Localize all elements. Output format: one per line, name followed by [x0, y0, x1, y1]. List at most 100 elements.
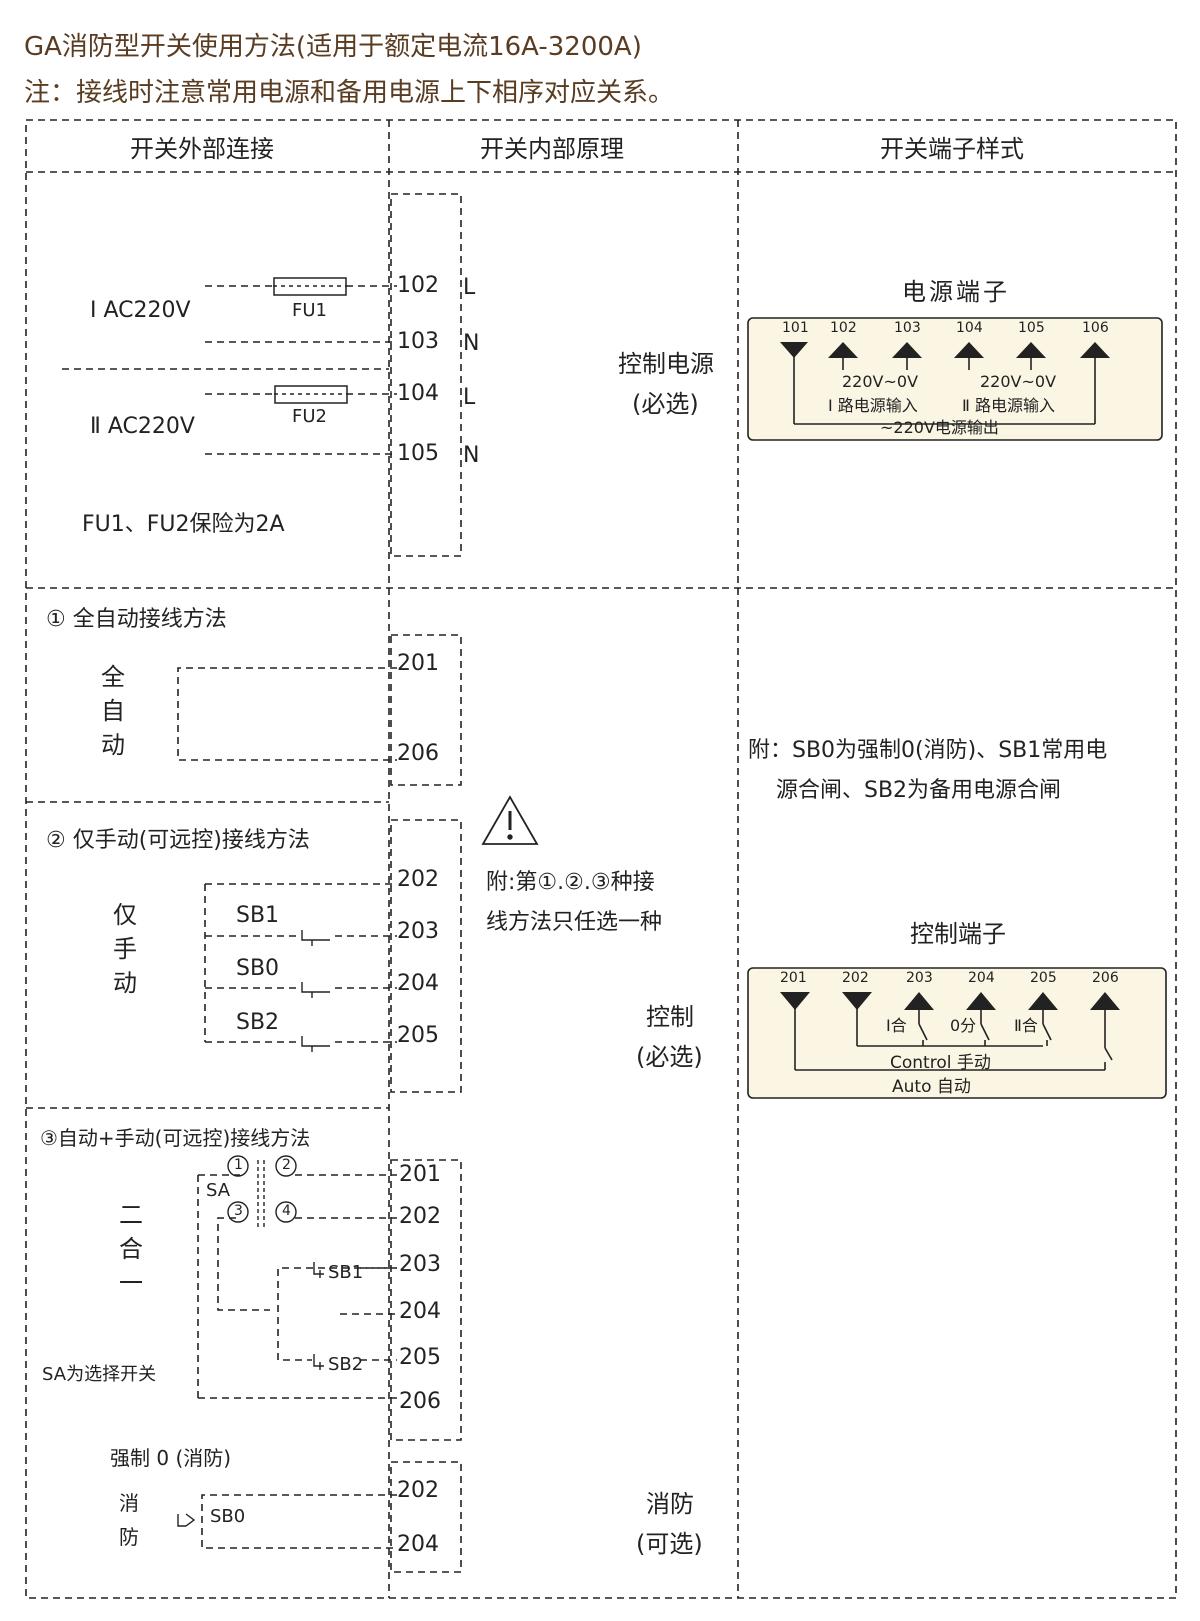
pt-num-106: 106 [1082, 320, 1109, 336]
fire-sb0-label: SB0 [210, 1506, 246, 1527]
pt106-arrow [1080, 342, 1110, 358]
sb1-contact-icon [301, 930, 330, 946]
ct-switch-2: Ⅱ合 [1014, 1016, 1038, 1035]
fire-terminal-block [390, 1461, 462, 1573]
power-label-line2: (必选) [632, 390, 699, 418]
m3-sb1-contact-icon [313, 1262, 324, 1278]
fire-label-line1: 消防 [646, 1490, 694, 1518]
method2-terminal-block [390, 819, 462, 1093]
method1-terminal-block [390, 634, 462, 786]
ct-num-201: 201 [780, 970, 807, 986]
m3-terminal-205: 205 [399, 1345, 441, 1370]
sb0-contact-icon [301, 982, 330, 998]
fire-sb0-contact-icon [177, 1513, 196, 1527]
page-title: GA消防型开关使用方法(适用于额定电流16A-3200A) [24, 32, 642, 62]
fire-title: 强制 0 (消防) [110, 1446, 232, 1470]
sa-contact-1-icon [227, 1155, 249, 1177]
terminal-105: 105 [397, 441, 439, 466]
warning-text-line2: 线方法只任选一种 [486, 910, 663, 935]
right-note-line2: 源合闸、SB2为备用电源合闸 [776, 778, 1062, 803]
sa-label: SA [206, 1180, 231, 1201]
warning-text-line1: 附:第①.②.③种接 [486, 870, 655, 895]
fuse2-symbol [274, 385, 348, 404]
pt-output: ~220V电源输出 [880, 418, 999, 437]
pt-num-103: 103 [894, 320, 921, 336]
ct-num-205: 205 [1030, 970, 1057, 986]
pt-num-104: 104 [956, 320, 983, 336]
page-note: 注：接线时注意常用电源和备用电源上下相序对应关系。 [24, 78, 675, 108]
ct204-arrow [966, 992, 996, 1010]
pt101-arrow [780, 342, 808, 358]
terminal-102-phase: L [463, 275, 476, 300]
fire-label-line2: (可选) [636, 1530, 703, 1558]
column-header-internal: 开关内部原理 [480, 135, 624, 163]
sa-note: SA为选择开关 [42, 1364, 157, 1385]
control-label-line1: 控制 [646, 1003, 694, 1031]
outer-frame [25, 119, 1177, 1599]
m3-sb1-label: SB1 [328, 1262, 364, 1283]
sb2-contact-icon [301, 1036, 330, 1052]
m3-sb2-label: SB2 [328, 1354, 364, 1375]
m2-sb0-label: SB0 [236, 956, 280, 981]
method3-vertical-label: 二合一 [119, 1201, 143, 1297]
ct-num-204: 204 [968, 970, 995, 986]
column-header-external: 开关外部连接 [130, 135, 274, 163]
ct-control-manual: Control 手动 [890, 1053, 991, 1073]
m2-sb2-label: SB2 [236, 1010, 280, 1035]
m1-terminal-206: 206 [397, 741, 439, 766]
terminal-104: 104 [397, 381, 439, 406]
sa-contact-1-label: 1 [234, 1157, 243, 1173]
method3-title: ③自动+手动(可远控)接线方法 [40, 1126, 311, 1150]
ct201-arrow [780, 992, 810, 1010]
sa-contact-3-icon [227, 1201, 249, 1223]
m2-terminal-202: 202 [397, 867, 439, 892]
m2-terminal-204: 204 [397, 971, 439, 996]
m3-terminal-201: 201 [399, 1162, 441, 1187]
terminal-104-phase: L [463, 385, 476, 410]
sa-contact-2-icon [275, 1155, 297, 1177]
method1-title: ① 全自动接线方法 [46, 607, 227, 632]
fuse1-symbol [273, 277, 347, 296]
pt-num-105: 105 [1018, 320, 1045, 336]
fire-terminal-202: 202 [397, 1478, 439, 1503]
fire-terminal-204: 204 [397, 1532, 439, 1557]
m2-terminal-203: 203 [397, 919, 439, 944]
control-terminal-strip [747, 967, 1167, 1099]
pt-input-2: Ⅱ 路电源输入 [962, 396, 1055, 415]
source1-label: Ⅰ AC220V [90, 298, 191, 323]
column-header-terminal: 开关端子样式 [880, 135, 1024, 163]
terminal-103-phase: N [463, 331, 480, 356]
ct203-arrow [904, 992, 934, 1010]
m3-terminal-204: 204 [399, 1299, 441, 1324]
source2-label: Ⅱ AC220V [90, 414, 195, 439]
pt-input-1: Ⅰ 路电源输入 [828, 396, 918, 415]
m2-sb1-label: SB1 [236, 903, 280, 928]
pt-voltage-2: 220V~0V [980, 372, 1057, 391]
method1-vertical-label: 全自动 [101, 663, 125, 759]
power-label-line1: 控制电源 [618, 350, 714, 378]
terminal-102: 102 [397, 273, 439, 298]
m3-sb2-contact-icon [313, 1354, 324, 1370]
sa-contact-4-label: 4 [282, 1203, 291, 1219]
pt103-arrow [892, 342, 922, 358]
control-terminal-title: 控制端子 [910, 920, 1006, 948]
m3-terminal-203: 203 [399, 1252, 441, 1277]
power-terminal-strip [747, 317, 1163, 441]
m2-terminal-205: 205 [397, 1023, 439, 1048]
ct202-arrow [842, 992, 872, 1010]
power-terminal-block [390, 193, 462, 557]
ct-switch-1: Ⅰ合 [886, 1016, 907, 1035]
sa-contact-3-label: 3 [234, 1203, 243, 1219]
ct-switch-0: 0分 [950, 1016, 977, 1035]
pt104-arrow [954, 342, 984, 358]
method2-vertical-label: 仅手动 [113, 901, 137, 997]
warning-icon [481, 795, 539, 845]
control-label-line2: (必选) [636, 1043, 703, 1071]
sa-contact-4-icon [275, 1201, 297, 1223]
fuse1-label: FU1 [292, 300, 327, 321]
pt-num-101: 101 [782, 320, 809, 336]
ct-num-206: 206 [1092, 970, 1119, 986]
fuse2-label: FU2 [292, 406, 327, 427]
